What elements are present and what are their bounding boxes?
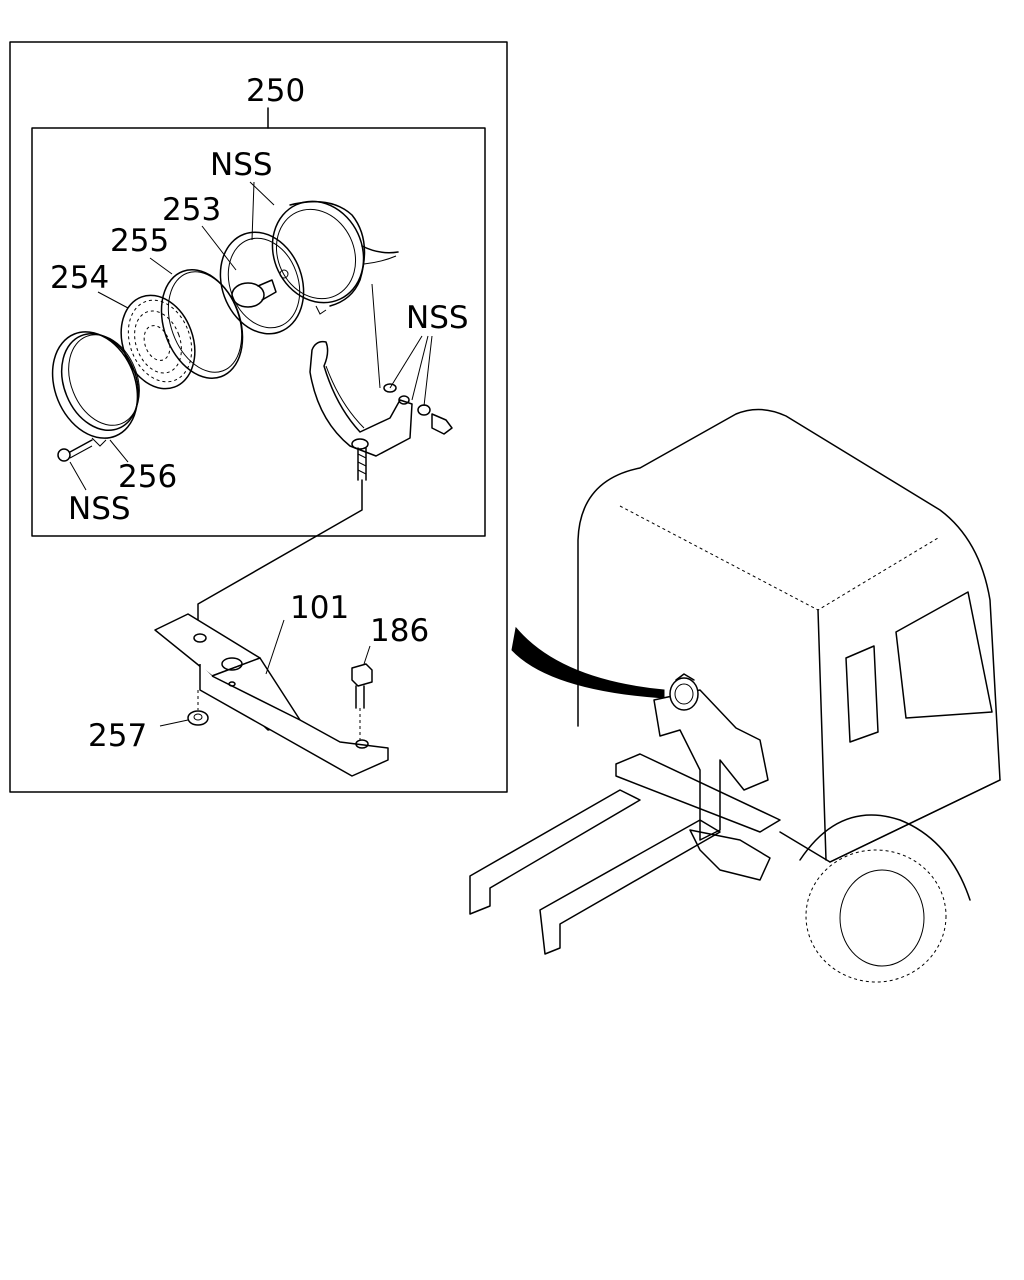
label-250: 250 bbox=[246, 73, 305, 109]
label-nss-top: NSS bbox=[210, 147, 273, 183]
rim bbox=[51, 331, 140, 447]
label-256: 256 bbox=[118, 459, 177, 495]
leader-lines bbox=[69, 181, 381, 491]
rim-screw bbox=[57, 439, 93, 462]
mount-bracket bbox=[154, 613, 389, 777]
truck-lamp-icon bbox=[669, 677, 699, 711]
bulb-icon bbox=[231, 282, 265, 308]
assembly-box bbox=[31, 127, 486, 537]
lamp-housing bbox=[271, 200, 399, 315]
outer-frame bbox=[9, 41, 508, 793]
truck bbox=[469, 408, 1001, 983]
bolt-186 bbox=[351, 645, 373, 740]
label-186: 186 bbox=[370, 613, 429, 649]
lamp-bracket bbox=[309, 340, 413, 457]
bracket-stud bbox=[357, 447, 367, 481]
label-254: 254 bbox=[50, 260, 109, 296]
bulb-reflector bbox=[219, 231, 305, 335]
label-nss-right: NSS bbox=[406, 300, 469, 336]
gasket bbox=[160, 269, 244, 379]
bracket-fasteners bbox=[389, 335, 453, 435]
label-255: 255 bbox=[110, 223, 169, 259]
label-253: 253 bbox=[162, 192, 221, 228]
nut-257 bbox=[159, 690, 209, 727]
label-101: 101 bbox=[290, 590, 349, 626]
pointer-arrow bbox=[511, 626, 665, 699]
lens bbox=[120, 294, 196, 390]
assembly-connector bbox=[197, 479, 363, 635]
label-nss-bottom: NSS bbox=[68, 491, 131, 527]
label-257: 257 bbox=[88, 718, 147, 754]
